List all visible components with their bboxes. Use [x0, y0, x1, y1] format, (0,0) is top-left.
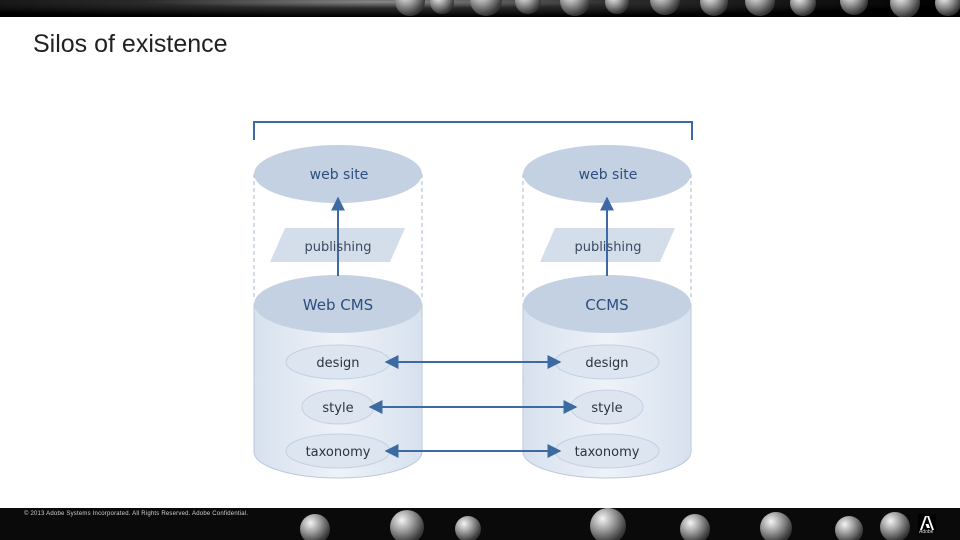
bottom-photo-band [0, 508, 960, 540]
sphere-decoration [745, 0, 775, 16]
taxonomy-label: taxonomy [575, 445, 640, 460]
sphere-decoration [890, 0, 920, 17]
sphere-decoration [650, 0, 680, 15]
style-label: style [322, 401, 353, 416]
top-photo-band [0, 0, 960, 17]
sphere-decoration [605, 0, 629, 14]
sphere-decoration [840, 0, 868, 15]
sphere-decoration [395, 0, 425, 16]
website-label: web site [579, 167, 638, 183]
system-label: CCMS [585, 296, 628, 314]
sphere-decoration [430, 0, 454, 14]
sphere-decoration [880, 512, 910, 540]
sphere-decoration [455, 516, 481, 540]
sphere-decoration [470, 0, 502, 16]
sphere-decoration [700, 0, 728, 16]
sphere-decoration [835, 516, 863, 540]
sphere-decoration [935, 0, 960, 16]
cylinder-top [523, 275, 691, 333]
style-label: style [591, 401, 622, 416]
footer-copyright: © 2013 Adobe Systems Incorporated. All R… [24, 511, 249, 517]
website-disc [523, 145, 691, 203]
slide-title: Silos of existence [33, 30, 228, 58]
adobe-logo-text: Adobe [919, 529, 934, 535]
sphere-decoration [790, 0, 816, 16]
design-label: design [585, 356, 628, 371]
publishing-label: publishing [304, 240, 371, 255]
sphere-decoration [560, 0, 590, 16]
cylinder-top [254, 275, 422, 333]
sphere-decoration [760, 512, 792, 540]
design-label: design [316, 356, 359, 371]
system-label: Web CMS [303, 296, 373, 314]
bracket-line [253, 121, 693, 140]
left-silo: web site publishing Web CMS design style… [253, 145, 423, 479]
right-silo: web site publishing CCMS design style ta… [522, 145, 692, 479]
sphere-decoration [390, 510, 424, 540]
taxonomy-label: taxonomy [306, 445, 371, 460]
sphere-decoration [680, 514, 710, 540]
sphere-decoration [590, 508, 626, 540]
website-disc [254, 145, 422, 203]
website-label: web site [310, 167, 369, 183]
sphere-decoration [515, 0, 541, 14]
adobe-logo-icon [918, 514, 936, 532]
sphere-decoration [300, 514, 330, 540]
publishing-label: publishing [574, 240, 641, 255]
